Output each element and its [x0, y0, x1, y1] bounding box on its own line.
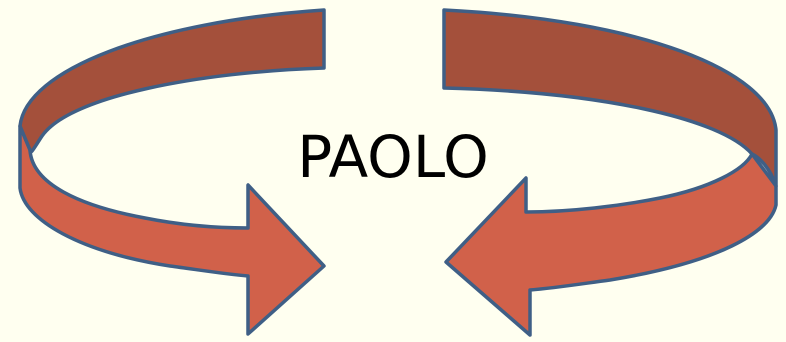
- center-label: PAOLO: [0, 128, 786, 186]
